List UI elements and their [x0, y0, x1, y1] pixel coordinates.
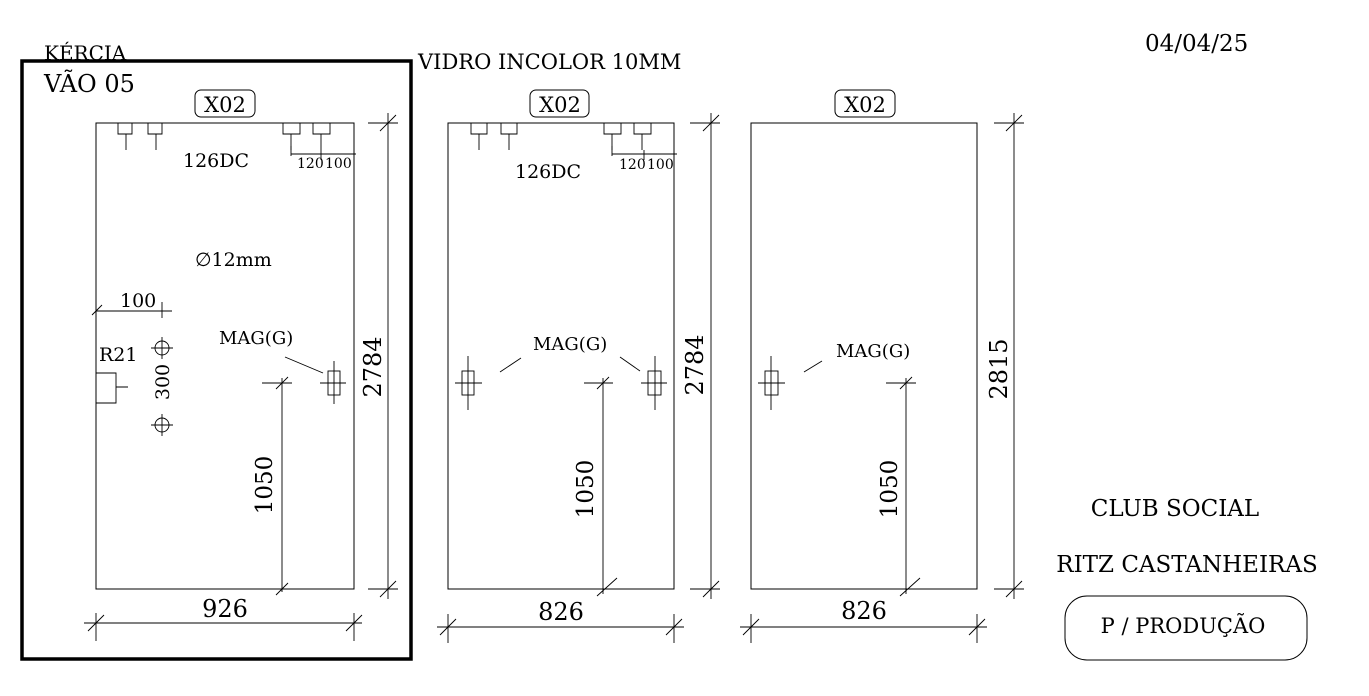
width-dimension — [84, 613, 363, 641]
drawing-date: 04/04/25 — [1145, 31, 1248, 57]
hinge-dim-a: 120 — [297, 156, 324, 172]
glass-panel-outline — [95, 122, 355, 590]
selection-frame — [20, 59, 413, 661]
hinge-dim-a: 120 — [619, 157, 646, 173]
hinge-model: 126DC — [515, 161, 581, 183]
hinge-group-right — [603, 123, 652, 150]
glass-spec: VIDRO INCOLOR 10MM — [417, 50, 681, 74]
glass-panel-outline — [750, 122, 978, 590]
height-value: 2784 — [681, 334, 709, 395]
hole-spacing-value: 300 — [152, 364, 174, 400]
magnet-label: MAG(G) — [836, 341, 910, 362]
width-dimension — [437, 614, 684, 643]
hinge-model: 126DC — [183, 150, 249, 172]
height-dimension — [994, 113, 1024, 599]
project-name-line1: CLUB SOCIAL — [1091, 496, 1259, 522]
project-name-line2: RITZ CASTANHEIRAS — [1056, 552, 1317, 578]
hinge-dim-b: 100 — [325, 156, 352, 172]
hole-offset-dimension — [91, 302, 172, 318]
panel-code: X02 — [844, 93, 886, 117]
glass-panel-outline — [447, 122, 675, 590]
hinge-group-left — [470, 123, 518, 150]
hole-offset-value: 100 — [120, 290, 156, 312]
panel-code: X02 — [204, 93, 246, 117]
magnet-leader — [284, 356, 324, 374]
magnet-label: MAG(G) — [533, 334, 607, 355]
magnet-icon — [320, 361, 346, 404]
panel-2: X02 120 100 126DC MAG(G) 1050 2784 826 — [437, 89, 720, 643]
corner-notch — [96, 372, 128, 404]
hole-icon — [151, 337, 173, 359]
panel-code-tag — [194, 89, 256, 118]
magnet-icon — [455, 356, 482, 410]
hole-diameter-label: ∅12mm — [195, 249, 272, 271]
magnet-icon — [758, 356, 785, 410]
panel-code: X02 — [539, 93, 581, 117]
height-value: 2784 — [359, 336, 387, 397]
handle-height-value: 1050 — [573, 460, 599, 519]
panel-code-tag — [529, 89, 590, 118]
height-value: 2815 — [985, 338, 1013, 399]
hinge-group-left — [117, 123, 163, 150]
magnet-label: MAG(G) — [219, 328, 293, 349]
handle-height-dimension — [262, 376, 292, 596]
handle-height-value: 1050 — [877, 460, 903, 519]
magnet-leader — [803, 360, 823, 373]
hinge-dim-line — [290, 146, 356, 160]
production-stamp: P / PRODUÇÃO — [1101, 614, 1266, 638]
handle-height-dimension — [886, 376, 921, 597]
magnet-leader — [499, 356, 641, 373]
production-stamp-box — [1064, 595, 1308, 661]
height-dimension — [368, 113, 398, 599]
handle-height-value: 1050 — [252, 456, 278, 515]
panel-1: X02 120 100 126DC ∅12mm 100 300 R21 — [84, 89, 398, 641]
width-dimension — [740, 614, 987, 643]
handle-height-dimension — [584, 376, 618, 597]
hinge-dim-b: 100 — [647, 157, 674, 173]
magnet-icon — [641, 356, 667, 410]
height-dimension — [690, 113, 720, 599]
notch-radius-label: R21 — [99, 344, 137, 366]
hinge-dim-line — [611, 146, 677, 160]
panel-code-tag — [834, 89, 896, 118]
hinge-group-right — [282, 123, 331, 150]
width-value: 926 — [202, 595, 248, 623]
hole-icon — [151, 414, 173, 436]
panel-3: X02 MAG(G) 1050 2815 826 — [740, 89, 1024, 643]
width-value: 826 — [538, 598, 584, 626]
vao-label: VÃO 05 — [43, 69, 135, 98]
width-value: 826 — [841, 597, 887, 625]
